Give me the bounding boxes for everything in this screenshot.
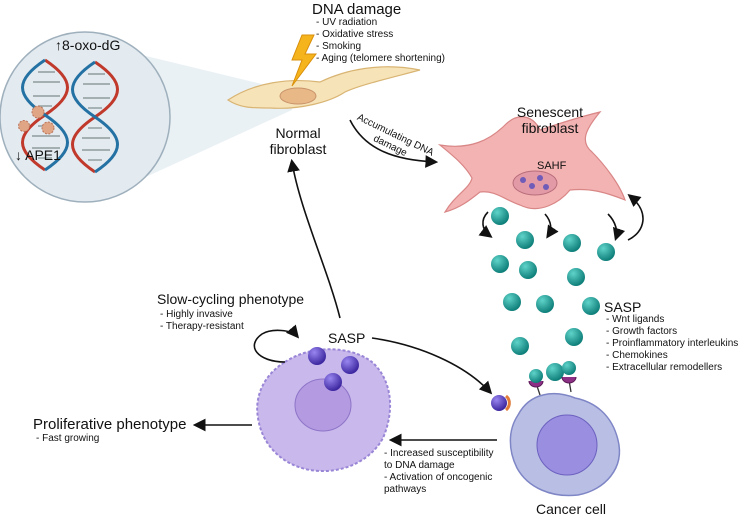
sasp-item: - Extracellular remodellers — [606, 362, 723, 373]
arrow-accumulating-damage — [349, 119, 439, 168]
secretion-arrow-2 — [544, 213, 559, 239]
normal-fibroblast-nucleus — [279, 87, 317, 105]
lightning-icon — [291, 34, 317, 87]
slow-cycling-item: - Highly invasive — [160, 309, 233, 320]
cause-item: - UV radiation — [316, 17, 378, 28]
senescent-fibroblast-label: Senescent fibroblast — [500, 104, 600, 136]
normal-fibroblast-cell — [226, 66, 421, 109]
senescent-line2: fibroblast — [521, 120, 579, 137]
effect-line: pathways — [384, 484, 427, 495]
sahf-label: SAHF — [537, 160, 567, 172]
sasp-right-list: - Wnt ligands - Growth factors - Proinfl… — [606, 314, 738, 374]
sasp-item: - Chemokines — [606, 350, 668, 361]
slow-cycling-list: - Highly invasive - Therapy-resistant — [160, 309, 244, 333]
secretion-arrow-3 — [607, 213, 626, 242]
ape1-dots — [18, 105, 55, 135]
proliferative-list: - Fast growing — [36, 433, 99, 445]
sasp-center-label: SASP — [328, 330, 366, 346]
slow-cycling-item: - Therapy-resistant — [160, 321, 244, 332]
receptors — [528, 361, 577, 396]
normal-fibroblast-label: Normal fibroblast — [258, 125, 338, 157]
slow-cycling-title: Slow-cycling phenotype — [157, 291, 305, 307]
sahf-foci — [520, 175, 549, 190]
marker-ape1: ↓ APE1 — [15, 147, 61, 163]
sasp-item: - Wnt ligands — [606, 314, 665, 325]
sasp-purple-particles — [308, 347, 359, 391]
marker-8-oxo-dg: ↑8-oxo-dG — [55, 37, 121, 53]
cancer-cell-label: Cancer cell — [536, 501, 607, 517]
cause-item: - Smoking — [316, 41, 362, 52]
dna-damage-causes: - UV radiation - Oxidative stress - Smok… — [316, 17, 445, 65]
senescent-nucleus — [512, 170, 558, 196]
effect-line: - Activation of oncogenic — [384, 472, 493, 483]
proliferative-item: - Fast growing — [36, 433, 100, 444]
slow-cycling-nucleus — [294, 378, 352, 432]
arrow-sasp-to-cancer — [371, 337, 493, 395]
self-loop-arrow — [253, 324, 300, 363]
sasp-item: - Proinflammatory interleukins — [606, 338, 739, 349]
cancer-effects-list: - Increased susceptibility to DNA damage… — [384, 448, 494, 496]
effect-line: to DNA damage — [384, 460, 455, 471]
effect-line: - Increased susceptibility — [384, 448, 494, 459]
sasp-teal-particles — [491, 207, 615, 381]
arrow-to-normal-fibroblast — [287, 158, 341, 319]
cause-item: - Oxidative stress — [316, 29, 394, 40]
cause-item: - Aging (telomere shortening) — [316, 53, 445, 64]
proliferative-title: Proliferative phenotype — [33, 416, 187, 433]
normal-fibroblast-line1: Normal — [275, 125, 321, 141]
normal-fibroblast-line2: fibroblast — [269, 141, 327, 158]
cancer-cell-nucleus — [536, 414, 598, 476]
bound-purple-particle — [491, 394, 511, 412]
senescent-line1: Senescent — [516, 104, 584, 120]
dna-helix-right — [71, 60, 119, 174]
dna-damage-title: DNA damage — [312, 1, 402, 18]
autocrine-loop-arrow — [627, 193, 644, 241]
sasp-right-title: SASP — [604, 299, 642, 315]
dna-helix-left — [21, 58, 69, 172]
secretion-arrow-1 — [478, 211, 493, 238]
sasp-item: - Growth factors — [606, 326, 678, 337]
dna-inset-circle — [0, 31, 171, 203]
senescent-fibroblast-cell — [437, 110, 626, 213]
